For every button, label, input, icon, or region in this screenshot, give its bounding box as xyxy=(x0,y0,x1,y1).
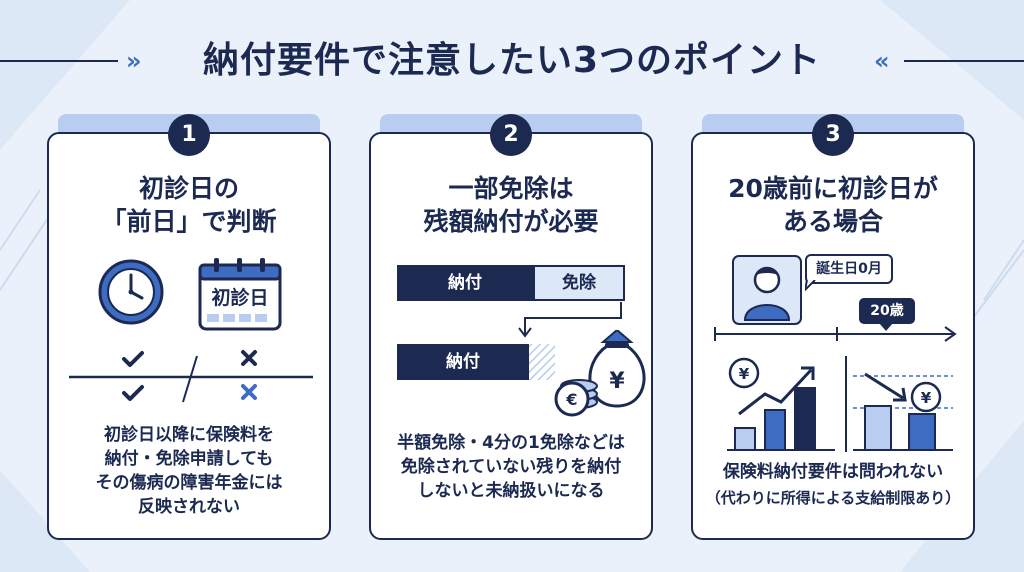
card-2-number-badge: 2 xyxy=(490,114,532,156)
age-bubble-tail xyxy=(879,323,893,331)
birthday-bubble-tail xyxy=(805,280,816,292)
age-bubble: 20歳 xyxy=(859,298,915,324)
check-cross-comparison xyxy=(69,350,313,403)
card-3-desc-line1: 保険料納付要件は問われない xyxy=(722,462,944,482)
card-1-heading-line2: 「前日」で判断 xyxy=(101,207,277,236)
page-title: 納付要件で注意したい3つのポイント xyxy=(202,40,822,81)
card-1-desc-line2: 納付・免除申請しても xyxy=(104,449,274,469)
card-2-heading-line1: 一部免除は xyxy=(448,174,574,203)
rising-chart xyxy=(727,366,835,451)
card-3-number-badge: 3 xyxy=(812,114,854,156)
card-3: 20歳前に初診日が ある場合 誕生日0月 20歳 ¥ xyxy=(691,132,975,540)
birthday-bubble-text: 誕生日0月 xyxy=(816,261,882,277)
title-row: » « 納付要件で注意したい3つのポイント xyxy=(0,36,1024,86)
title-line-right xyxy=(904,60,1024,62)
card-1-desc-line3: その傷病の障害年金には xyxy=(95,473,283,493)
svg-text:¥: ¥ xyxy=(609,369,625,394)
bar2-paid-label: 納付 xyxy=(446,352,480,372)
card-3-heading-line2: ある場合 xyxy=(782,207,883,236)
bar-paid-segment xyxy=(397,265,533,301)
card-2-heading-line2: 残額納付が必要 xyxy=(423,207,599,236)
bar-exempt-segment xyxy=(533,265,625,301)
chevron-right-icon: » xyxy=(126,47,142,75)
euro-coin-icon: € xyxy=(554,381,590,417)
card-1-heading-line1: 初診日の xyxy=(138,174,239,203)
clock-icon xyxy=(98,259,164,325)
card-1-desc-line1: 初診日以降に保険料を xyxy=(104,425,274,445)
card-1-desc-line4: 反映されない xyxy=(138,497,240,517)
yen-coin-down-icon: ¥ xyxy=(910,381,942,413)
chart-divider xyxy=(845,356,847,452)
svg-text:¥: ¥ xyxy=(921,389,932,407)
bar2-paid-segment xyxy=(397,344,529,380)
person-icon xyxy=(732,255,802,325)
card-1-number-badge: 1 xyxy=(168,114,210,156)
chevron-left-icon: « xyxy=(874,47,890,75)
arrow-down-icon xyxy=(518,302,622,338)
card-2-desc-line1: 半額免除・4分の1免除などは xyxy=(397,433,625,453)
card-3-desc-line2: （代わりに所得による支給制限あり） xyxy=(705,489,961,507)
bar-hatched-remainder xyxy=(529,344,555,380)
card-1: 初診日の 「前日」で判断 初診日 初診日以降に保険料を 納付・ xyxy=(47,132,331,540)
calendar-icon: 初診日 xyxy=(197,256,283,332)
bar-paid-label: 納付 xyxy=(448,273,482,293)
yen-coin-icon: ¥ xyxy=(728,357,760,389)
svg-text:¥: ¥ xyxy=(739,365,750,383)
bar-exempt-label: 免除 xyxy=(562,273,596,293)
title-line-left xyxy=(0,60,118,62)
card-2-desc-line3: しないと未納扱いになる xyxy=(417,481,605,501)
svg-text:€: € xyxy=(565,390,577,409)
card-2-desc-line2: 免除されていない残りを納付 xyxy=(400,457,622,477)
calendar-label: 初診日 xyxy=(211,287,269,309)
card-3-heading-line1: 20歳前に初診日が xyxy=(728,174,938,203)
card-2: 一部免除は 残額納付が必要 納付 免除 納付 ¥ € 半額免除・4分の1免除など xyxy=(369,132,653,540)
falling-chart xyxy=(853,372,953,451)
birthday-bubble: 誕生日0月 xyxy=(805,254,893,284)
timeline-arrow xyxy=(714,326,957,342)
age-bubble-text: 20歳 xyxy=(870,303,904,319)
